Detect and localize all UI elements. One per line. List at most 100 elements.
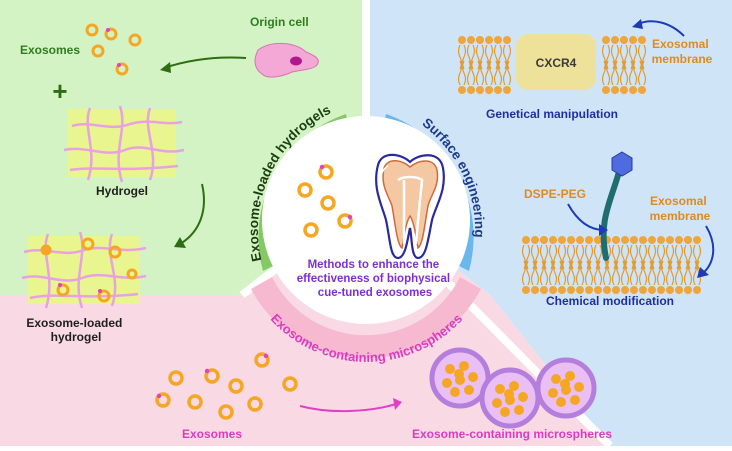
lipid-head: [558, 286, 566, 294]
exosome: [128, 33, 142, 47]
exosome-marker: [117, 63, 121, 67]
exosome: [204, 368, 220, 384]
lipid-head: [611, 36, 619, 44]
cxcr4-label: CXCR4: [536, 56, 577, 70]
arrow-hydrogel-to-loaded: [179, 183, 205, 245]
lipid-head: [620, 86, 628, 94]
lipid-tail: [548, 260, 558, 286]
lipid-head: [638, 36, 646, 44]
exosome: [155, 392, 171, 408]
plus-sign: +: [52, 76, 67, 106]
lipid-tail: [521, 260, 531, 286]
lipid-tail: [620, 260, 630, 286]
exosome: [303, 222, 319, 238]
exosome: [228, 378, 244, 394]
exosome-marker: [204, 368, 210, 374]
exosomal-membrane-label-line: Exosomal: [652, 37, 709, 51]
lipid-head: [621, 236, 629, 244]
pink-exosomes: [155, 352, 298, 420]
lipid-head: [485, 86, 493, 94]
lipid-head: [485, 36, 493, 44]
lipid-head: [612, 286, 620, 294]
lipid-tail: [584, 260, 594, 286]
encapsulated-exosome: [560, 379, 570, 389]
encapsulated-exosome: [500, 407, 510, 417]
lipid-head: [657, 286, 665, 294]
loaded-hydrogel-label-line2: hydrogel: [51, 330, 102, 344]
lipid-head: [621, 286, 629, 294]
exosomal-membrane-label-top: Exosomal membrane: [652, 37, 713, 66]
exosome: [218, 404, 234, 420]
lipid-head: [467, 86, 475, 94]
lipid-head: [693, 286, 701, 294]
microsphere: [535, 357, 597, 419]
lipid-head: [522, 236, 530, 244]
exosome: [85, 23, 99, 37]
lipid-head: [629, 86, 637, 94]
lipid-head: [612, 236, 620, 244]
origin-cell-label: Origin cell: [250, 15, 309, 29]
lipid-tail: [601, 60, 611, 86]
lipid-tail: [628, 60, 638, 86]
exosome: [254, 352, 270, 368]
encapsulated-exosome: [442, 378, 452, 388]
dspe-peg-label: DSPE-PEG: [524, 187, 586, 201]
exosome: [187, 394, 203, 410]
lipid-head: [630, 286, 638, 294]
lipid-head: [630, 236, 638, 244]
lipid-head: [558, 236, 566, 244]
lipid-tail: [493, 60, 503, 86]
lipid-head: [531, 236, 539, 244]
exosome-marker: [319, 164, 325, 170]
exosomal-membrane-label-line: Exosomal: [650, 194, 707, 208]
arrow-exosomes-to-microspheres: [299, 403, 397, 413]
center-title-line: effectiveness of biophysical: [297, 273, 450, 285]
center-title: Methods to enhance the effectiveness of …: [297, 259, 454, 299]
lipid-head: [648, 236, 656, 244]
encapsulated-exosome: [495, 384, 505, 394]
origin-cell-icon: [254, 43, 319, 78]
lipid-head: [684, 286, 692, 294]
lipid-head: [540, 236, 548, 244]
lipid-tail: [602, 260, 612, 286]
lipid-head: [476, 36, 484, 44]
exosome-marker: [156, 393, 162, 399]
exosome: [168, 370, 184, 386]
lipid-head: [666, 286, 674, 294]
lipid-head: [639, 236, 647, 244]
exosome: [115, 62, 129, 76]
lipid-tail: [539, 260, 549, 286]
exosome: [247, 396, 263, 412]
lipid-head: [594, 236, 602, 244]
center-title-line: cue-tuned exosomes: [318, 287, 432, 299]
encapsulated-exosome: [450, 387, 460, 397]
exosome: [126, 268, 138, 280]
encapsulated-exosome: [551, 374, 561, 384]
lipid-head: [549, 286, 557, 294]
exosome: [318, 164, 334, 180]
encapsulated-exosome: [445, 364, 455, 374]
lipid-head: [648, 286, 656, 294]
lipid-head: [639, 286, 647, 294]
lipid-tail: [457, 60, 467, 86]
exosome: [56, 283, 70, 297]
encapsulated-exosome: [565, 371, 575, 381]
exosomes-label-pink: Exosomes: [182, 427, 242, 441]
exosomal-membrane-label-line: membrane: [650, 209, 711, 223]
encapsulated-exosome: [518, 392, 528, 402]
lipid-tail: [619, 60, 629, 86]
exosome-marker: [263, 353, 269, 359]
lipid-tail: [665, 260, 675, 286]
lipid-tail: [593, 260, 603, 286]
lipid-head: [684, 236, 692, 244]
lipid-head: [494, 36, 502, 44]
arrow-cell-to-exosomes: [163, 56, 247, 69]
exosome: [91, 44, 105, 58]
lipid-tail: [638, 260, 648, 286]
arrowhead: [160, 62, 171, 73]
lipid-head: [567, 236, 575, 244]
lipid-tail: [566, 260, 576, 286]
lipid-head: [494, 86, 502, 94]
exosome: [337, 213, 353, 229]
